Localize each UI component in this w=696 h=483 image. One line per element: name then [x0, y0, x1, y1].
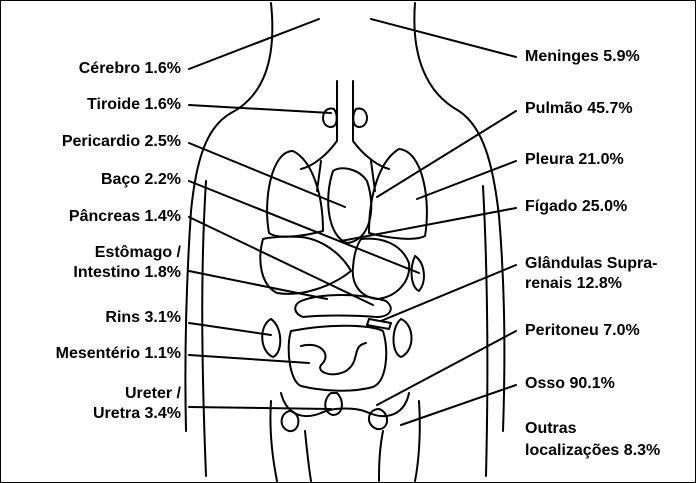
label-pancreas: Pâncreas 1.4%	[11, 207, 181, 227]
intestine-inner	[301, 343, 366, 374]
left-leg-outline	[270, 401, 311, 481]
left-bronchus	[301, 141, 337, 191]
label-estomago-line2: Intestino 1.8%	[11, 263, 181, 283]
leader-estomago	[189, 271, 327, 299]
leader-peritoneu	[377, 331, 516, 405]
leader-glandulas	[381, 265, 516, 321]
label-estomago-line1: Estômago /	[11, 243, 181, 263]
label-tiroide: Tiroide 1.6%	[11, 95, 181, 115]
label-figado: Fígado 25.0%	[525, 197, 627, 217]
label-glandulas-line2: renais 12.8%	[525, 274, 622, 294]
label-pleura: Pleura 21.0%	[525, 150, 624, 170]
label-meninges: Meninges 5.9%	[525, 47, 640, 67]
thyroid-left-lobe	[323, 109, 337, 127]
intestine-loops	[289, 326, 387, 391]
leader-cerebro	[189, 19, 319, 69]
right-lung	[369, 149, 427, 239]
label-outras-line1: Outras	[525, 419, 577, 439]
label-outras-line2: localizações 8.3%	[525, 441, 660, 461]
label-pericardio: Pericardio 2.5%	[11, 132, 181, 152]
label-osso: Osso 90.1%	[525, 374, 615, 394]
right-arm-outline	[483, 186, 487, 476]
right-kidney	[394, 319, 412, 357]
label-pulmao: Pulmão 45.7%	[525, 99, 633, 119]
left-femur-head	[282, 411, 299, 431]
leader-meninges	[371, 19, 516, 57]
leader-pleura	[417, 161, 516, 199]
label-ureter-line2: Uretra 3.4%	[11, 404, 181, 424]
thyroid-right-lobe	[353, 109, 367, 127]
leader-mesenterio	[189, 355, 309, 363]
leader-rins	[189, 323, 271, 335]
label-peritoneu: Peritoneu 7.0%	[525, 321, 640, 341]
label-cerebro: Cérebro 1.6%	[11, 59, 181, 79]
leader-ureter	[189, 407, 331, 409]
trachea	[337, 81, 353, 141]
leader-baco	[189, 181, 419, 273]
pelvis	[281, 393, 409, 416]
stomach	[353, 239, 409, 299]
heart	[328, 168, 371, 243]
left-kidney	[262, 319, 280, 357]
label-ureter-line1: Ureter /	[11, 384, 181, 404]
right-femur-head	[369, 409, 387, 429]
pancreas	[295, 295, 391, 317]
leader-tiroide	[189, 105, 331, 113]
label-glandulas-line1: Glândulas Supra-	[525, 254, 657, 274]
label-baco: Baço 2.2%	[11, 170, 181, 190]
left-shoulder-outline	[185, 3, 272, 431]
label-mesenterio: Mesentério 1.1%	[11, 344, 181, 364]
liver	[260, 237, 351, 294]
bladder	[325, 393, 342, 415]
leader-figado	[341, 208, 516, 241]
label-rins: Rins 3.1%	[11, 308, 181, 328]
